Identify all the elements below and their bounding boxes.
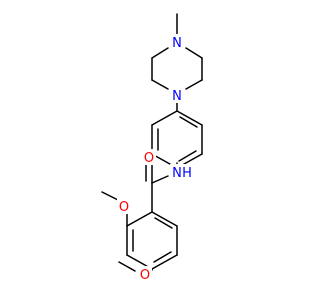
bonds <box>101 13 203 272</box>
atom-label-bg <box>142 149 156 165</box>
bond-ring2-inner-2 <box>153 251 172 263</box>
atom-label-o4: O <box>140 268 150 283</box>
bond-ring1-6 <box>151 110 178 126</box>
atom-label-o2: O <box>119 200 129 215</box>
bond-ring1-inner-1 <box>179 116 198 128</box>
bond-pip-3 <box>151 79 169 90</box>
atom-label-bg <box>170 87 184 103</box>
bond-ring2-inner-1 <box>154 217 173 229</box>
atom-label-o_c: O <box>144 151 154 166</box>
atom-label-bg <box>117 198 131 214</box>
bond-pip-6 <box>185 79 203 90</box>
atom-label-nh: N <box>172 166 182 181</box>
bond-ome4-2 <box>118 261 136 272</box>
atom-label-nh-h: H <box>182 166 192 181</box>
bond-ring2-1 <box>151 211 178 227</box>
bond-ring1-inner-2 <box>178 150 197 162</box>
atom-label-n1: N <box>172 89 182 104</box>
atom-label-bg <box>170 164 192 180</box>
bond-ring2-3 <box>151 254 178 270</box>
bond-ring1-1 <box>176 110 203 126</box>
atom-label-bg <box>138 266 152 282</box>
atom-label-bg <box>170 34 184 50</box>
bond-ring2-6 <box>126 211 153 227</box>
bond-pip-4 <box>185 47 203 59</box>
atom-label-n4: N <box>172 36 182 51</box>
bond-nh-carbonyl <box>151 175 169 184</box>
bond-ome2-2 <box>101 191 119 201</box>
bond-pip-1 <box>151 47 169 59</box>
